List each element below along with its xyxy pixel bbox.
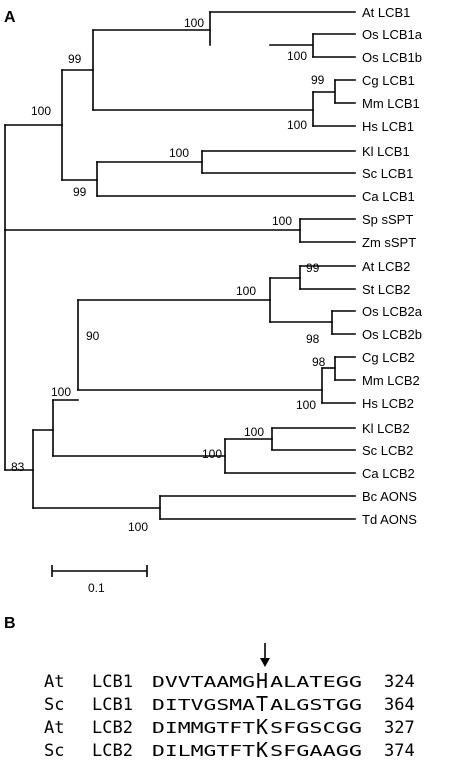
- bootstrap-value: 99: [311, 73, 325, 87]
- alignment-key-residue: K: [256, 715, 268, 739]
- leaf-label: At LCB2: [362, 259, 410, 274]
- alignment-species: Sc: [44, 695, 64, 715]
- bootstrap-value: 90: [86, 329, 100, 343]
- alignment-protein: LCB2: [92, 741, 133, 760]
- alignment-sequence-left: DIMMGTFT: [152, 719, 255, 737]
- alignment-sequence-left: DVVTAAMG: [152, 673, 255, 691]
- bootstrap-value: 100: [169, 146, 189, 160]
- leaf-label: Os LCB2b: [362, 327, 422, 342]
- bootstrap-values: 100 100 99 99 100 100 100 99 100 99 100 …: [11, 16, 326, 534]
- alignment-position: 324: [384, 672, 415, 692]
- leaf-label: Sc LCB2: [362, 443, 413, 458]
- alignment-protein: LCB2: [92, 718, 133, 738]
- tree-branches: [4, 11, 356, 520]
- leaf-label: Sp sSPT: [362, 212, 413, 227]
- leaf-label: Td AONS: [362, 512, 417, 527]
- alignment-sequence-left: DILMGTFT: [152, 742, 255, 760]
- bootstrap-value: 100: [51, 385, 71, 399]
- alignment-rows: At LCB1 DVVTAAMG H ALATEGG 324 Sc LCB1 D…: [44, 669, 415, 760]
- bootstrap-value: 99: [68, 52, 82, 66]
- bootstrap-value: 99: [306, 261, 320, 275]
- leaf-label: Os LCB2a: [362, 304, 423, 319]
- bootstrap-value: 99: [73, 185, 87, 199]
- bootstrap-value: 100: [184, 16, 204, 30]
- leaf-label: Sc LCB1: [362, 166, 413, 181]
- leaf-label: St LCB2: [362, 282, 410, 297]
- leaf-label: Mm LCB1: [362, 96, 420, 111]
- leaf-label: Cg LCB2: [362, 350, 415, 365]
- branch: [312, 79, 336, 104]
- leaf-label: Os LCB1b: [362, 50, 422, 65]
- leaf-label: Kl LCB1: [362, 144, 410, 159]
- leaf-label: Hs LCB1: [362, 119, 414, 134]
- leaf-label: Os LCB1a: [362, 27, 423, 42]
- alignment-sequence-right: ALGSTGG: [270, 696, 362, 714]
- bootstrap-value: 100: [287, 118, 307, 132]
- arrow-marker-icon: [260, 643, 270, 667]
- leaf-label: Zm sSPT: [362, 235, 416, 250]
- alignment-species: At: [44, 718, 64, 738]
- bootstrap-value: 100: [244, 425, 264, 439]
- alignment-sequence-right: SFGAAGG: [270, 742, 362, 760]
- bootstrap-value: 100: [236, 284, 256, 298]
- panel-a-label: A: [4, 9, 16, 26]
- alignment-position: 374: [384, 741, 415, 760]
- bootstrap-value: 100: [296, 398, 316, 412]
- branch: [269, 277, 333, 323]
- alignment-species: Sc: [44, 741, 64, 760]
- alignment-species: At: [44, 672, 64, 692]
- bootstrap-value: 83: [11, 460, 25, 474]
- alignment-sequence-right: ALATEGG: [270, 673, 362, 691]
- leaf-label: Mm LCB2: [362, 373, 420, 388]
- leaf-label: Cg LCB1: [362, 73, 415, 88]
- scale-bar: [51, 565, 148, 577]
- bootstrap-value: 98: [306, 332, 320, 346]
- bootstrap-value: 100: [272, 214, 292, 228]
- bootstrap-value: 100: [287, 49, 307, 63]
- alignment-protein: LCB1: [92, 695, 133, 715]
- bootstrap-value: 100: [202, 447, 222, 461]
- alignment-key-residue: T: [256, 692, 268, 716]
- leaf-label: At LCB1: [362, 5, 410, 20]
- panel-b-label: B: [4, 615, 16, 632]
- alignment-protein: LCB1: [92, 672, 133, 692]
- bootstrap-value: 100: [128, 520, 148, 534]
- leaf-label: Ca LCB1: [362, 189, 415, 204]
- leaf-label: Kl LCB2: [362, 421, 410, 436]
- bootstrap-value: 98: [312, 355, 326, 369]
- scale-bar-label: 0.1: [88, 581, 105, 595]
- alignment-sequence-left: DITVGSMA: [152, 696, 255, 714]
- leaf-label: Ca LCB2: [362, 466, 415, 481]
- alignment-sequence-right: SFGSCGG: [270, 719, 362, 737]
- alignment-position: 327: [384, 718, 415, 738]
- leaf-label: Hs LCB2: [362, 396, 414, 411]
- alignment-key-residue: H: [256, 669, 268, 693]
- leaf-labels: At LCB1 Os LCB1a Os LCB1b Cg LCB1 Mm LCB…: [362, 5, 423, 527]
- branch: [269, 33, 314, 58]
- alignment-position: 364: [384, 695, 415, 715]
- leaf-label: Bc AONS: [362, 489, 417, 504]
- bootstrap-value: 100: [31, 104, 51, 118]
- alignment-key-residue: K: [256, 738, 268, 760]
